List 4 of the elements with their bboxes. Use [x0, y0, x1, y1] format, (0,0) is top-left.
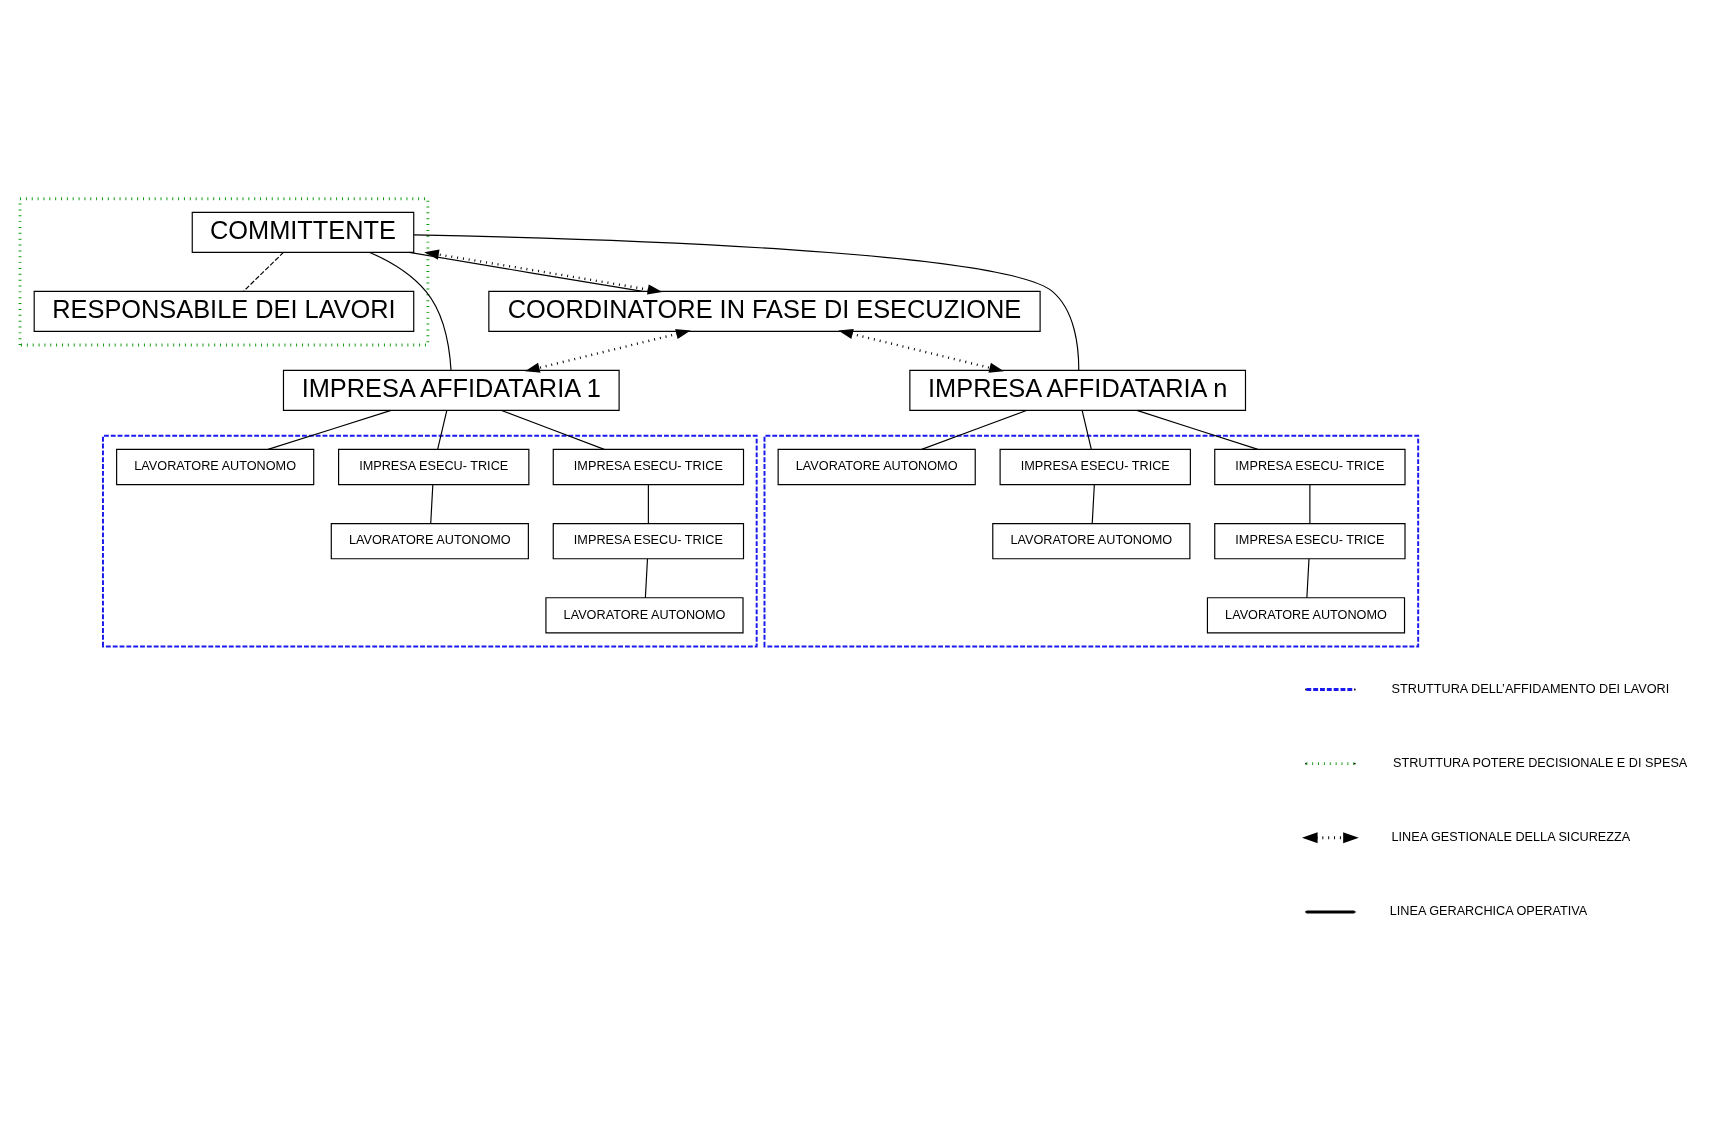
legend-label: LINEA GERARCHICA OPERATIVA [1389, 904, 1588, 919]
legend-label: STRUTTURA DELL’AFFIDAMENTO DEI LAVORI [1391, 681, 1670, 696]
legend-label: LINEA GESTIONALE DELLA SICUREZZA [1391, 830, 1631, 845]
legend-label: STRUTTURA POTERE DECISIONALE E DI SPESA [1392, 755, 1688, 770]
